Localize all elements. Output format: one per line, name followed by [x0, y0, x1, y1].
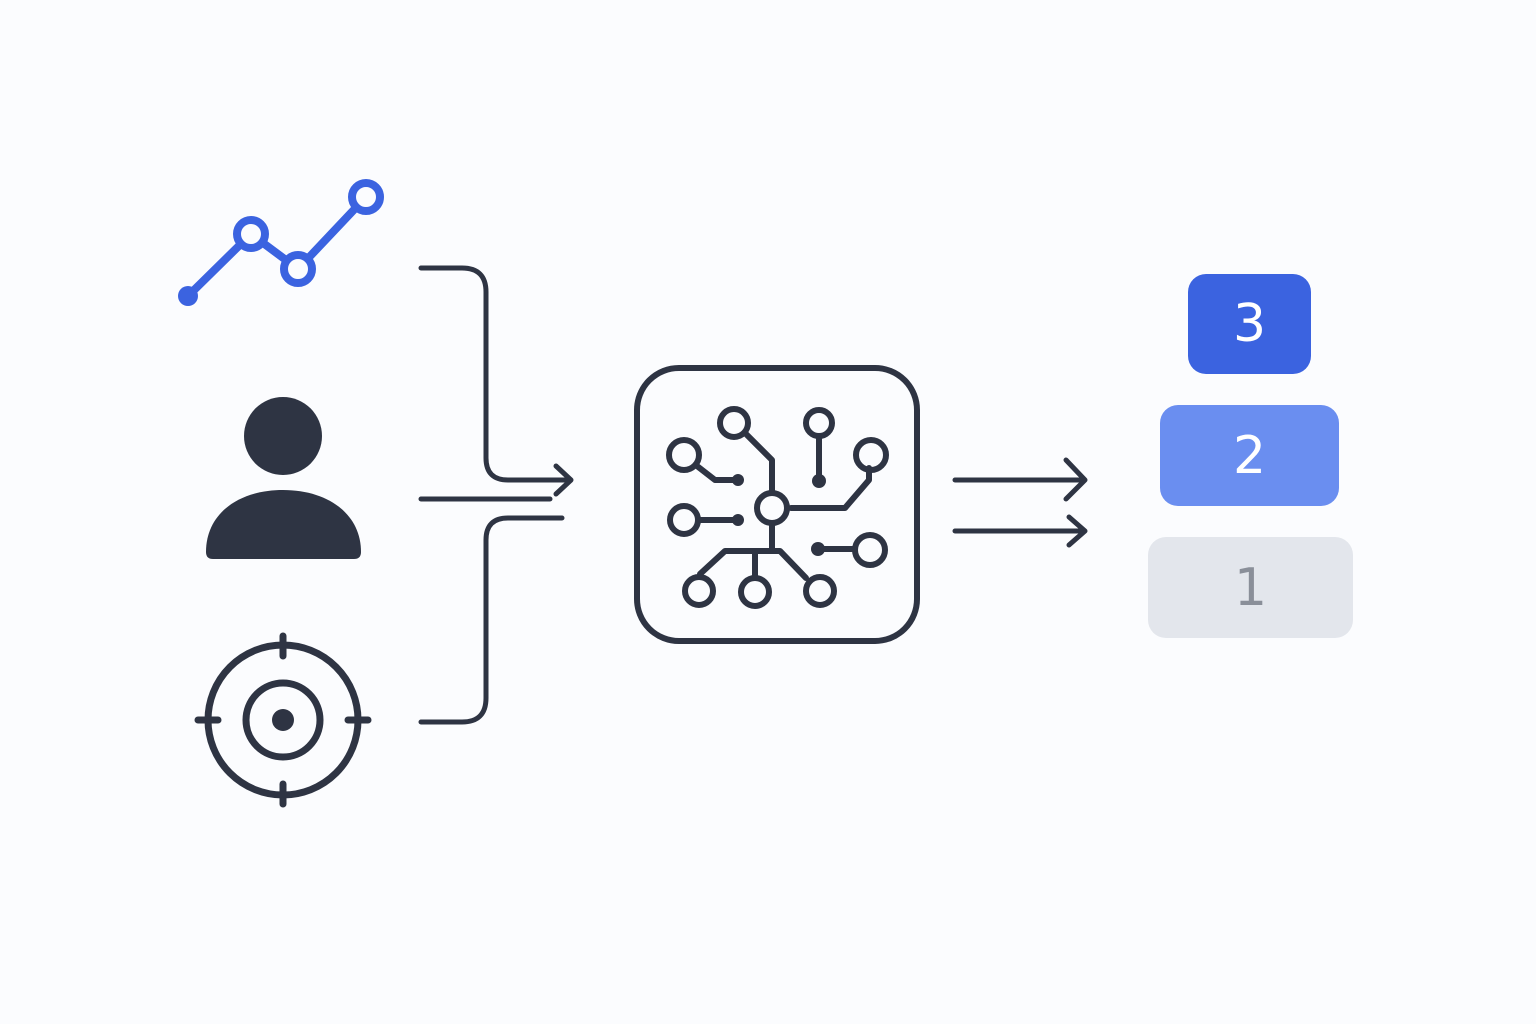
connector-top [418, 265, 571, 483]
rank-label-2: 2 [1232, 425, 1267, 486]
user-icon [206, 397, 361, 559]
line-chart-icon [178, 179, 384, 306]
rank-box-3: 3 [1188, 274, 1311, 374]
circuit-chip-icon [634, 365, 920, 644]
output-arrows [952, 457, 1088, 548]
rank-box-1: 1 [1148, 537, 1353, 638]
rank-box-2: 2 [1160, 405, 1339, 506]
rank-label-1: 1 [1233, 557, 1268, 618]
input-connectors [418, 265, 574, 725]
target-icon [194, 632, 372, 808]
connector-arrowhead [553, 463, 574, 497]
connector-bottom [418, 515, 565, 725]
chip-frame [634, 365, 920, 644]
rank-label-3: 3 [1232, 294, 1267, 354]
